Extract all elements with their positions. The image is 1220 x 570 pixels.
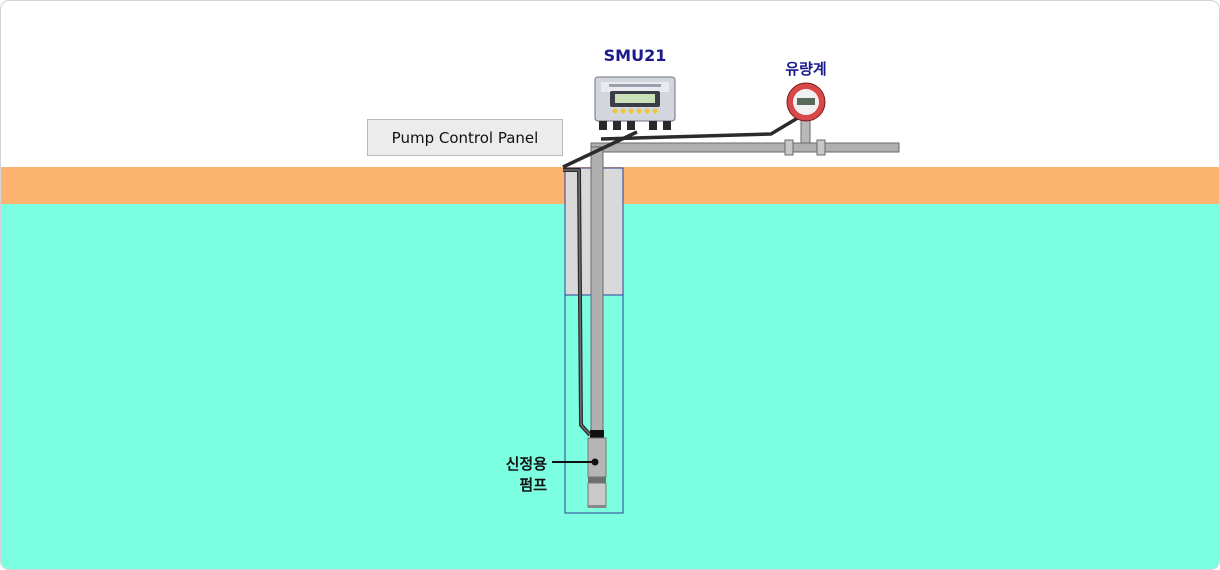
controller-to-flowmeter-cable xyxy=(600,111,807,141)
pump-cable-highlight xyxy=(563,169,591,436)
pump-label-line2: 펌프 xyxy=(519,476,547,494)
pipe-coupling xyxy=(784,139,794,156)
controller-device-icon xyxy=(594,76,676,130)
pipe-coupling xyxy=(816,139,826,156)
submersible-pump-icon xyxy=(587,430,607,508)
pump-label-line1: 신정용 xyxy=(505,455,547,473)
discharge-pipe xyxy=(590,142,900,153)
flow-meter-gauge-icon xyxy=(786,82,826,144)
pump-pointer-dot xyxy=(591,458,599,466)
pump-control-panel: Pump Control Panel xyxy=(367,119,563,156)
flow-meter-label: 유량계 xyxy=(785,60,827,78)
riser-pipe xyxy=(590,146,604,432)
pump-label: 신정용 펌프 xyxy=(471,454,547,496)
controller-label: SMU21 xyxy=(603,46,667,65)
